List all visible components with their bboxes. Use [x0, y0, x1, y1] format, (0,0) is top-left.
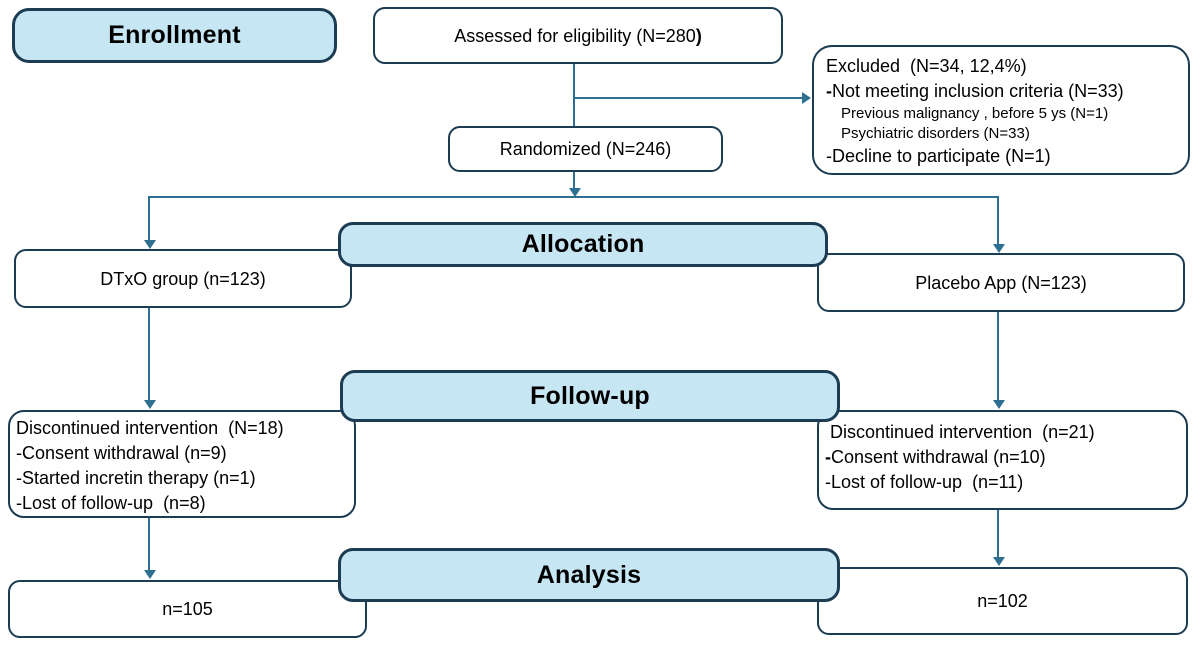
arrowhead-discontinued-right: [993, 400, 1005, 409]
discontinued-right-lost: -Lost of follow-up (n=11): [825, 472, 1024, 492]
arrowhead-dtxo: [144, 240, 156, 249]
discontinued-right-item1-text: Consent withdrawal (n=10): [831, 447, 1046, 467]
excluded-item1-dash: -: [826, 81, 832, 101]
discontinued-right-item1-dash: -: [825, 447, 831, 467]
excluded-item1-text: Not meeting inclusion criteria (N=33): [832, 81, 1124, 101]
connector-placebo-to-discontinued: [997, 312, 999, 401]
arrowhead-analyzed-left: [144, 570, 156, 579]
connector-split-to-dtxo: [148, 196, 150, 241]
connector-to-excluded: [573, 97, 802, 99]
discontinued-left-incretin: -Started incretin therapy (n=1): [16, 468, 256, 488]
excluded-sub-psychiatric: Psychiatric disorders (N=33): [841, 125, 1030, 142]
arrowhead-placebo: [993, 244, 1005, 253]
followup-stage-banner: Follow-up: [340, 370, 840, 422]
placebo-app-node: Placebo App (N=123): [817, 253, 1185, 312]
enrollment-stage-banner: Enrollment: [12, 8, 337, 63]
connector-dtxo-to-discontinued: [148, 308, 150, 401]
discontinued-right-consent: -Consent withdrawal (n=10): [825, 445, 1046, 470]
assessed-label: Assessed for eligibility (N=280: [454, 25, 696, 46]
excluded-node: Excluded (N=34, 12,4%) -Not meeting incl…: [812, 45, 1190, 175]
excluded-title: Excluded (N=34, 12,4%): [826, 56, 1027, 76]
dtxo-group-node: DTxO group (n=123): [14, 249, 352, 308]
arrowhead-split: [569, 188, 581, 197]
discontinued-left-consent: -Consent withdrawal (n=9): [16, 443, 227, 463]
excluded-item-not-meeting: -Not meeting inclusion criteria (N=33): [826, 79, 1124, 104]
analysis-stage-banner: Analysis: [338, 548, 840, 602]
connector-randomized-to-split: [573, 172, 575, 189]
assessed-label-close: ): [695, 25, 702, 46]
arrowhead-discontinued-left: [144, 400, 156, 409]
connector-discontinued-to-analyzed-right: [997, 510, 999, 558]
arrowhead-analyzed-right: [993, 557, 1005, 566]
connector-discontinued-to-analyzed-left: [148, 518, 150, 571]
discontinued-left-node: Discontinued intervention (N=18) -Consen…: [8, 410, 356, 518]
discontinued-right-title: Discontinued intervention (n=21): [825, 422, 1095, 442]
connector-split-horizontal: [148, 196, 999, 198]
excluded-item-decline: -Decline to participate (N=1): [826, 146, 1051, 166]
analyzed-right-node: n=102: [817, 567, 1188, 635]
analyzed-left-node: n=105: [8, 580, 367, 638]
discontinued-right-node: Discontinued intervention (n=21) -Consen…: [817, 410, 1188, 510]
discontinued-left-title: Discontinued intervention (N=18): [16, 418, 284, 438]
connector-assessed-to-randomized: [573, 64, 575, 126]
assessed-eligibility-node: Assessed for eligibility (N=280): [373, 7, 783, 64]
arrowhead-excluded: [802, 92, 811, 104]
allocation-stage-banner: Allocation: [338, 222, 828, 267]
connector-split-to-placebo: [997, 196, 999, 245]
excluded-sub-previous-malignancy: Previous malignancy , before 5 ys (N=1): [841, 105, 1109, 122]
randomized-node: Randomized (N=246): [448, 126, 723, 172]
discontinued-left-lost: -Lost of follow-up (n=8): [16, 493, 206, 513]
